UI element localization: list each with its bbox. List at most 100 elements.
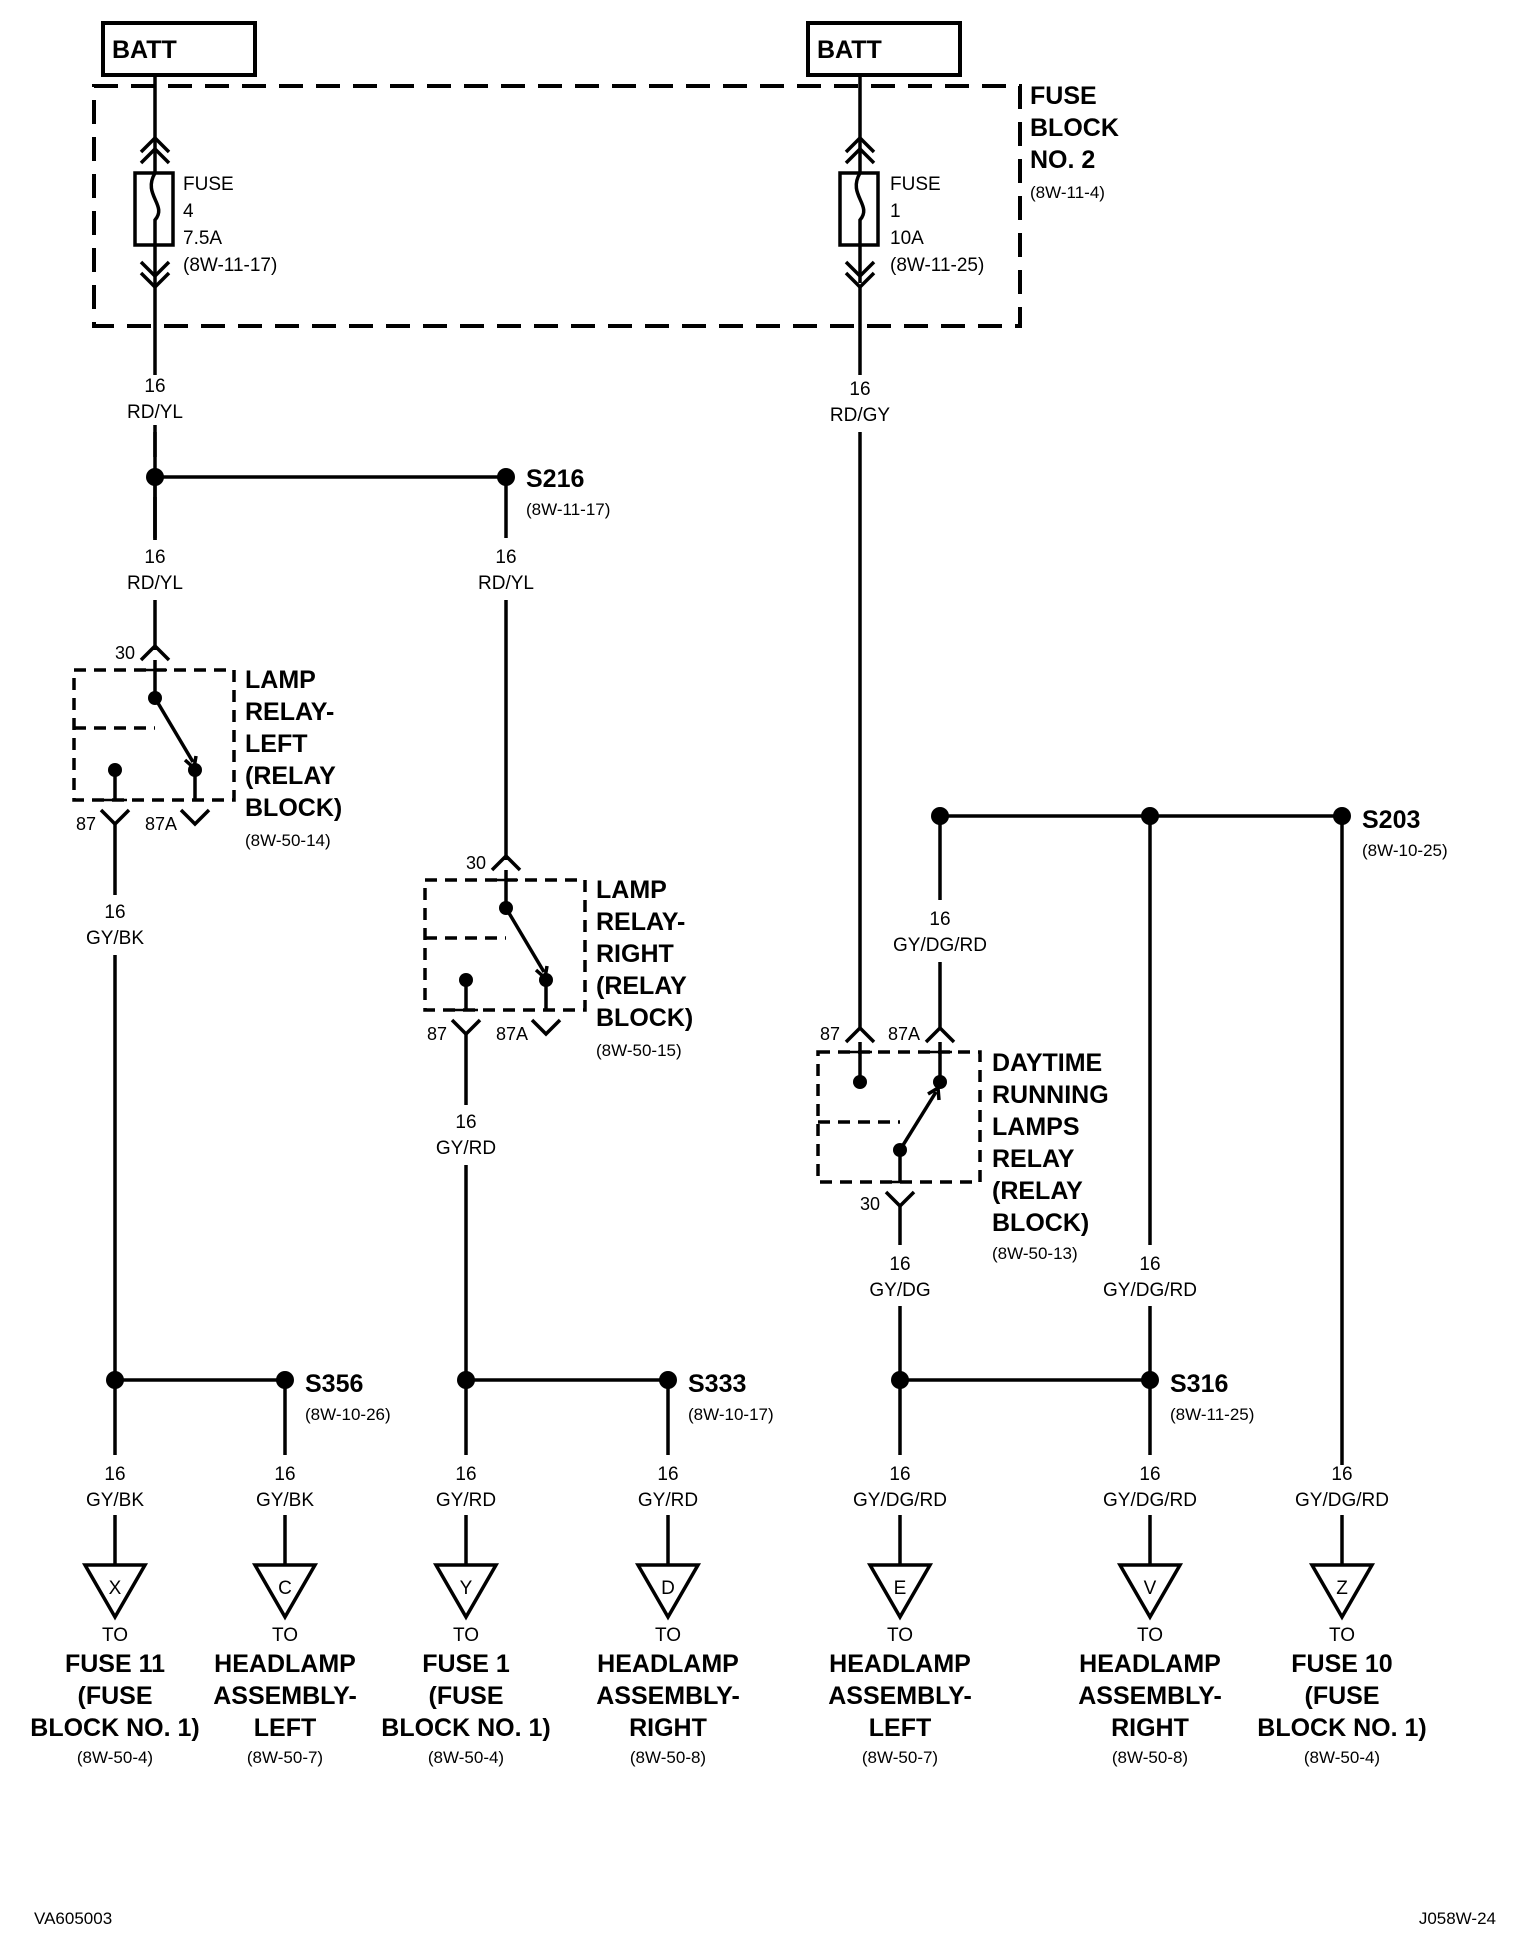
svg-text:16: 16 xyxy=(455,1464,476,1485)
svg-text:LAMPS: LAMPS xyxy=(992,1113,1080,1141)
fuse4-label: FUSE 4 7.5A (8W-11-17) xyxy=(183,174,277,276)
svg-text:GY/DG/RD: GY/DG/RD xyxy=(1295,1490,1389,1511)
svg-text:30: 30 xyxy=(466,853,486,873)
svg-text:D: D xyxy=(661,1578,675,1599)
splice-s316: S316 (8W-11-25) xyxy=(891,1370,1254,1424)
svg-text:RD/YL: RD/YL xyxy=(478,573,534,594)
lamp-relay-right-label: LAMP RELAY- RIGHT (RELAY BLOCK) (8W-50-1… xyxy=(596,876,693,1060)
wire-label-w3: 16 RD/YL xyxy=(127,547,183,594)
svg-text:NO. 2: NO. 2 xyxy=(1030,146,1095,174)
connector-c: C TO HEADLAMP ASSEMBLY- LEFT (8W-50-7) xyxy=(213,1563,357,1767)
svg-text:(8W-50-4): (8W-50-4) xyxy=(1304,1748,1380,1767)
splice-s333: S333 (8W-10-17) xyxy=(457,1370,774,1424)
wire-label-b7: 16 GY/DG/RD xyxy=(1295,1464,1389,1511)
svg-text:16: 16 xyxy=(104,902,125,923)
svg-text:16: 16 xyxy=(1139,1464,1160,1485)
svg-text:GY/DG/RD: GY/DG/RD xyxy=(893,935,987,956)
svg-text:GY/BK: GY/BK xyxy=(86,928,144,949)
wire-label-w5: 16 GY/BK xyxy=(86,902,144,949)
svg-text:RUNNING: RUNNING xyxy=(992,1081,1109,1109)
svg-text:(8W-50-15): (8W-50-15) xyxy=(596,1041,682,1060)
svg-text:V: V xyxy=(1144,1578,1157,1599)
svg-text:16: 16 xyxy=(495,547,516,568)
svg-text:RELAY-: RELAY- xyxy=(596,908,685,936)
svg-text:(8W-10-26): (8W-10-26) xyxy=(305,1405,391,1424)
svg-text:(8W-11-25): (8W-11-25) xyxy=(1170,1405,1254,1424)
svg-text:(8W-11-17): (8W-11-17) xyxy=(526,500,610,519)
splice-s203-label: S203 (8W-10-25) xyxy=(1362,806,1448,860)
svg-text:(8W-10-17): (8W-10-17) xyxy=(688,1405,774,1424)
svg-text:FUSE 11: FUSE 11 xyxy=(65,1650,165,1678)
connector-x: X TO FUSE 11 (FUSE BLOCK NO. 1) (8W-50-4… xyxy=(30,1563,200,1767)
svg-text:TO: TO xyxy=(1329,1625,1355,1646)
svg-text:LEFT: LEFT xyxy=(245,730,308,758)
svg-text:E: E xyxy=(894,1578,907,1599)
wire-label-w9: 16 GY/DG/RD xyxy=(1103,1254,1197,1301)
fuse1-connector-top xyxy=(844,135,876,165)
svg-text:TO: TO xyxy=(887,1625,913,1646)
svg-text:GY/DG: GY/DG xyxy=(869,1280,930,1301)
svg-text:BLOCK): BLOCK) xyxy=(245,794,342,822)
wire-label-w8: 16 GY/DG xyxy=(869,1254,930,1301)
svg-text:(8W-50-4): (8W-50-4) xyxy=(428,1748,504,1767)
wire-label-b4: 16 GY/RD xyxy=(638,1464,698,1511)
svg-text:BLOCK): BLOCK) xyxy=(992,1209,1089,1237)
svg-text:10A: 10A xyxy=(890,228,924,249)
svg-text:(8W-50-14): (8W-50-14) xyxy=(245,831,331,850)
svg-text:Z: Z xyxy=(1336,1578,1348,1599)
svg-text:DAYTIME: DAYTIME xyxy=(992,1049,1102,1077)
svg-text:16: 16 xyxy=(889,1464,910,1485)
svg-text:ASSEMBLY-: ASSEMBLY- xyxy=(1078,1682,1222,1710)
svg-text:ASSEMBLY-: ASSEMBLY- xyxy=(213,1682,357,1710)
svg-text:30: 30 xyxy=(860,1194,880,1214)
svg-text:FUSE 10: FUSE 10 xyxy=(1291,1650,1392,1678)
wire-label-w6: 16 GY/RD xyxy=(436,1112,496,1159)
footer-left-code: VA605003 xyxy=(34,1909,112,1928)
svg-text:BLOCK NO. 1): BLOCK NO. 1) xyxy=(381,1714,550,1742)
svg-text:RIGHT: RIGHT xyxy=(629,1714,707,1742)
wire-label-b1: 16 GY/BK xyxy=(86,1464,144,1511)
svg-text:16: 16 xyxy=(274,1464,295,1485)
wire-label-b5: 16 GY/DG/RD xyxy=(853,1464,947,1511)
svg-text:RD/YL: RD/YL xyxy=(127,402,183,423)
svg-text:16: 16 xyxy=(929,909,950,930)
svg-text:TO: TO xyxy=(655,1625,681,1646)
svg-text:LAMP: LAMP xyxy=(245,666,316,694)
svg-text:LEFT: LEFT xyxy=(254,1714,317,1742)
svg-text:87: 87 xyxy=(76,814,96,834)
svg-text:GY/BK: GY/BK xyxy=(256,1490,314,1511)
fuse-block-enclosure xyxy=(92,84,1022,328)
svg-text:GY/DG/RD: GY/DG/RD xyxy=(1103,1280,1197,1301)
wire-label-w7: 16 GY/DG/RD xyxy=(893,909,987,956)
svg-text:HEADLAMP: HEADLAMP xyxy=(1079,1650,1221,1678)
svg-text:TO: TO xyxy=(102,1625,128,1646)
svg-text:RIGHT: RIGHT xyxy=(596,940,674,968)
wire-label-b2: 16 GY/BK xyxy=(256,1464,314,1511)
svg-text:87: 87 xyxy=(820,1024,840,1044)
batt-label-left: BATT xyxy=(112,36,177,64)
svg-text:(8W-11-4): (8W-11-4) xyxy=(1030,183,1105,202)
svg-text:FUSE: FUSE xyxy=(1030,82,1097,110)
svg-text:GY/RD: GY/RD xyxy=(638,1490,698,1511)
svg-text:S316: S316 xyxy=(1170,1370,1228,1398)
batt-box-right: BATT xyxy=(806,21,962,77)
svg-text:GY/RD: GY/RD xyxy=(436,1138,496,1159)
svg-text:GY/RD: GY/RD xyxy=(436,1490,496,1511)
svg-text:(FUSE: (FUSE xyxy=(1305,1682,1380,1710)
svg-text:16: 16 xyxy=(104,1464,125,1485)
svg-text:(8W-11-17): (8W-11-17) xyxy=(183,255,277,276)
svg-text:X: X xyxy=(109,1578,122,1599)
svg-text:HEADLAMP: HEADLAMP xyxy=(597,1650,739,1678)
fuse-block-label: FUSE BLOCK NO. 2 (8W-11-4) xyxy=(1030,82,1119,202)
svg-text:HEADLAMP: HEADLAMP xyxy=(214,1650,356,1678)
lamp-relay-left-label: LAMP RELAY- LEFT (RELAY BLOCK) (8W-50-14… xyxy=(245,666,342,850)
fuse4-connector-top xyxy=(139,135,171,165)
svg-text:(RELAY: (RELAY xyxy=(992,1177,1083,1205)
svg-text:16: 16 xyxy=(849,379,870,400)
svg-text:TO: TO xyxy=(453,1625,479,1646)
svg-text:FUSE: FUSE xyxy=(183,174,234,195)
svg-text:16: 16 xyxy=(455,1112,476,1133)
svg-text:BLOCK NO. 1): BLOCK NO. 1) xyxy=(1257,1714,1426,1742)
svg-text:HEADLAMP: HEADLAMP xyxy=(829,1650,971,1678)
